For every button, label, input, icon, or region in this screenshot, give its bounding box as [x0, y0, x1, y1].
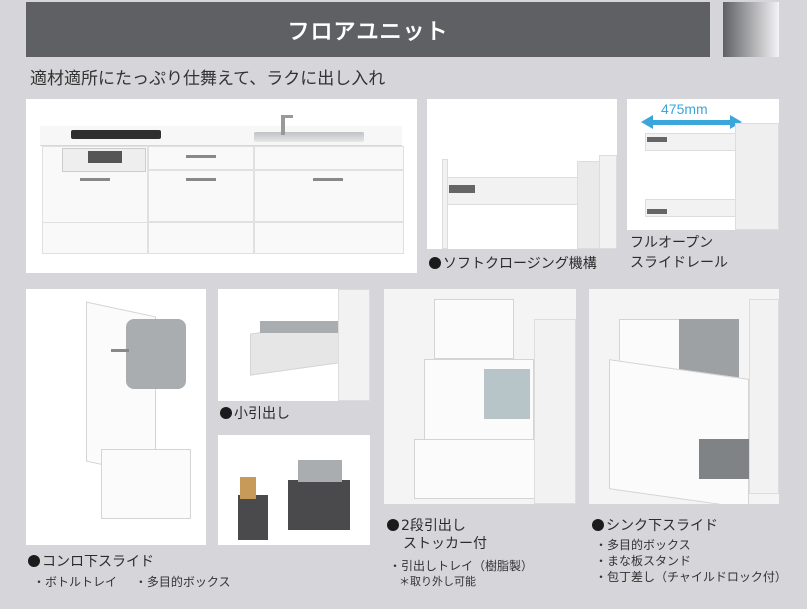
section-title: フロアユニット [287, 19, 449, 45]
stove-cabinet-bottom [42, 222, 148, 254]
top-drawer [434, 299, 514, 359]
caption-stove-slide: コンロ下スライド [28, 553, 154, 571]
lower-drawer [101, 449, 191, 519]
wooden-utensils [240, 477, 256, 499]
cabinet-edge [599, 155, 617, 249]
stocked-goods [699, 439, 749, 479]
spice-jars [260, 321, 340, 333]
caption-two-tier: 2段引出し ストッカー付 [387, 517, 487, 553]
middle-cabinet-top [148, 146, 254, 170]
sink-slide-items: ・多目的ボックス ・まな板スタンド ・包丁差し（チャイルドロック付） [595, 538, 787, 584]
sink-slide-photo [589, 289, 779, 504]
sink [254, 132, 364, 142]
upper-rail [645, 133, 741, 151]
gas-hob [71, 130, 161, 139]
bottles [298, 460, 342, 482]
bottom-drawer [414, 439, 544, 499]
two-tier-drawer-photo [384, 289, 576, 504]
sink-cabinet-top [254, 146, 404, 170]
bullet-dot [220, 407, 232, 419]
knife-holder-box [238, 495, 268, 540]
stove-slide-items: ・ボトルトレイ ・多目的ボックス [33, 575, 231, 589]
gradient-tab-decoration [723, 2, 779, 57]
rail-tab [647, 137, 667, 142]
multipurpose-box-photo [218, 435, 370, 545]
caption-sink-slide: シンク下スライド [592, 517, 718, 535]
kitchen-overview-photo [26, 99, 417, 273]
small-drawer-photo [218, 289, 370, 401]
dimension-label: 475mm [661, 101, 708, 117]
two-tier-items: ・引出しトレイ（樹脂製） ＊取り外し可能 [389, 559, 534, 588]
rail-tab [647, 209, 667, 214]
full-open-rail-photo: 475mm [627, 99, 779, 230]
faucet [281, 115, 285, 135]
bullet-dot [592, 519, 604, 531]
lower-rail [645, 199, 741, 217]
drawer-handle [80, 178, 110, 181]
section-subtitle: 適材適所にたっぷり仕舞えて、ラクに出し入れ [30, 69, 386, 89]
caption-soft-closing: ソフトクロージング機構 [429, 255, 597, 273]
caption-small-drawer: 小引出し [220, 405, 290, 423]
cabinet-edge [338, 289, 370, 401]
lower-drawer [609, 359, 749, 504]
dimension-arrow [649, 120, 731, 125]
cabinet-side [534, 319, 576, 504]
drawer-handle [111, 349, 129, 352]
bottle-box [288, 480, 350, 530]
drawer-handle [313, 178, 343, 181]
sink-cabinet-bottom [254, 222, 404, 254]
rail-tab [449, 185, 475, 193]
drawer-handle [186, 155, 216, 158]
side-panel [735, 123, 779, 230]
oven-window [88, 151, 122, 163]
bottles [484, 369, 530, 419]
section-title-bar: フロアユニット [26, 2, 710, 57]
soft-closing-photo [427, 99, 617, 249]
drawer-handle [186, 178, 216, 181]
bullet-dot [429, 257, 441, 269]
bullet-dot [387, 519, 399, 531]
bullet-dot [28, 555, 40, 567]
bracket [442, 159, 448, 249]
faucet-spout [281, 115, 293, 118]
cabinet-side [749, 299, 779, 494]
arrow-left-icon [641, 115, 653, 129]
middle-cabinet-bottom [148, 222, 254, 254]
stove-slide-photo [26, 289, 206, 545]
caption-full-open: フルオープン スライドレール [630, 235, 728, 271]
pots [126, 319, 186, 389]
